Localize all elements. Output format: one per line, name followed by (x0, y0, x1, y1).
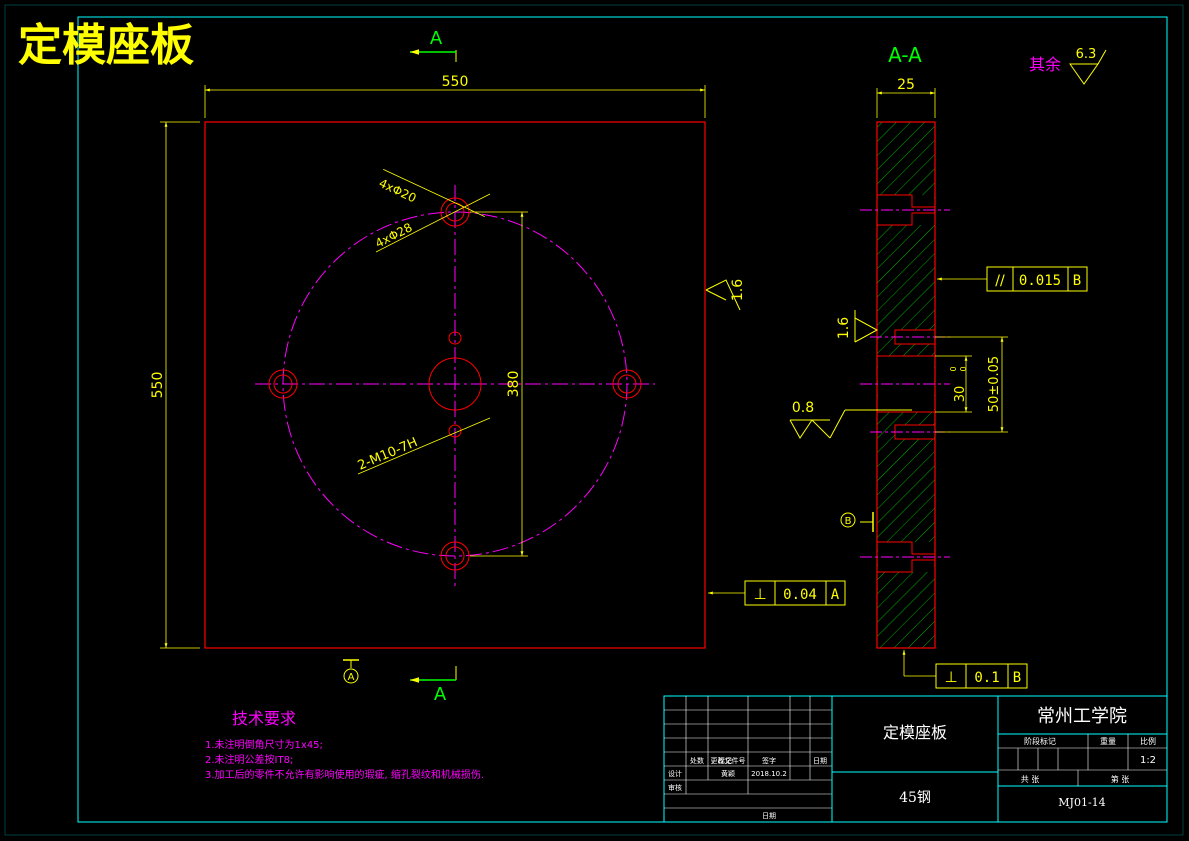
roughness-hole-value: 0.8 (792, 400, 814, 416)
perp-symbol: ⊥ (753, 585, 766, 603)
sheets-label: 共 张 (1021, 775, 1040, 784)
perp-b-symbol: ⊥ (944, 668, 957, 686)
designer-label: 设计 (668, 769, 682, 778)
perp-value: 0.04 (783, 587, 817, 603)
sheet-label: 第 张 (1111, 774, 1130, 784)
rev-header-1: 标记 (718, 756, 732, 765)
tech-item-3: 3.加工后的零件不允许有影响使用的瑕疵, 缩孔裂纹和机械损伤. (205, 768, 484, 781)
drawing-frame (77, 16, 1168, 823)
dim-30: 30 (953, 386, 968, 403)
section-view: A-A 25 其余 6.3 / (789, 43, 1107, 689)
thread-hole-top (448, 331, 462, 345)
approve-date-label: 日期 (762, 812, 776, 820)
dim-30-tol-upper: 0 (949, 366, 958, 371)
stage-label: 阶段标记 (1024, 736, 1056, 746)
outer-border (4, 4, 1184, 836)
tech-heading: 技术要求 (232, 709, 296, 728)
front-view: 550 550 380 4xΦ20 4xΦ28 2-M10-7H 1.6 ⊥ 0… (150, 28, 846, 705)
rev-header-2: 处数 (690, 756, 704, 765)
perp-b-datum: B (1013, 670, 1021, 686)
drawing-title: 定模座板 (18, 20, 194, 71)
scale-label: 比例 (1140, 736, 1156, 746)
width-dimension: 550 (442, 74, 469, 90)
drawing-number: MJ01-14 (1058, 796, 1105, 809)
parallel-value: 0.015 (1019, 273, 1061, 289)
tech-item-1: 1.未注明倒角尺寸为1x45; (205, 738, 323, 751)
pcd-dimension: 380 (506, 371, 522, 398)
hole-left (268, 369, 298, 399)
roughness-general-value: 6.3 (1076, 47, 1097, 62)
perp-datum: A (831, 587, 840, 603)
perp-tolerance-frame (744, 580, 846, 606)
hole-bottom (440, 541, 470, 571)
roughness-side-value: 1.6 (730, 279, 746, 301)
perp-tolerance-frame-b (935, 663, 1028, 689)
hole-label-20: 4xΦ20 (377, 176, 419, 205)
datum-b-label: B (845, 516, 852, 527)
thread-label: 2-M10-7H (356, 435, 420, 474)
section-title: A-A (888, 43, 922, 67)
roughness-general-symbol (1069, 63, 1099, 85)
parallel-datum: B (1073, 273, 1081, 289)
perp-b-value: 0.1 (974, 670, 999, 686)
rev-header-3: 更改文件号 (711, 756, 746, 765)
hole-right (612, 369, 642, 399)
review-label: 审核 (668, 783, 682, 792)
plate-outline (204, 121, 706, 649)
parallel-tolerance-frame (986, 266, 1088, 292)
datum-a-label: A (348, 672, 355, 683)
roughness-left-value: 1.6 (836, 317, 852, 339)
roughness-general-label: 其余 (1029, 55, 1061, 74)
height-dimension: 550 (150, 372, 166, 399)
design-date: 2018.10.2 (751, 770, 787, 778)
datum-a-circle (343, 668, 359, 684)
material: 45钢 (899, 790, 931, 806)
section-marker-bottom: A (434, 684, 447, 705)
weight-label: 重量 (1100, 736, 1116, 746)
section-marker-top: A (430, 28, 443, 49)
part-name: 定模座板 (883, 723, 947, 742)
rev-header-5: 日期 (813, 757, 827, 765)
tech-requirements: 技术要求 1.未注明倒角尺寸为1x45; 2.未注明公差按IT8; 3.加工后的… (205, 709, 484, 781)
scale-value: 1:2 (1140, 755, 1156, 766)
rev-header-4: 签字 (762, 756, 776, 765)
hole-label-28: 4xΦ28 (373, 220, 415, 250)
school-name: 常州工学院 (1037, 706, 1127, 727)
thickness-dimension: 25 (897, 77, 915, 93)
designer-name: 黄颖 (721, 769, 735, 778)
thread-hole-bottom (448, 424, 462, 438)
datum-b-circle (840, 512, 856, 528)
dim-30-tol-lower: 0 (959, 366, 968, 371)
parallel-symbol: // (995, 273, 1005, 289)
tech-item-2: 2.未注明公差按IT8; (205, 753, 293, 766)
dim-50: 50±0.05 (987, 356, 1002, 412)
roughness-symbol-side (705, 279, 741, 311)
title-block: 标记 处数 更改文件号 签字 日期 设计 黄颖 2018.10.2 审核 日期 … (663, 695, 1168, 823)
center-bore (428, 357, 482, 411)
